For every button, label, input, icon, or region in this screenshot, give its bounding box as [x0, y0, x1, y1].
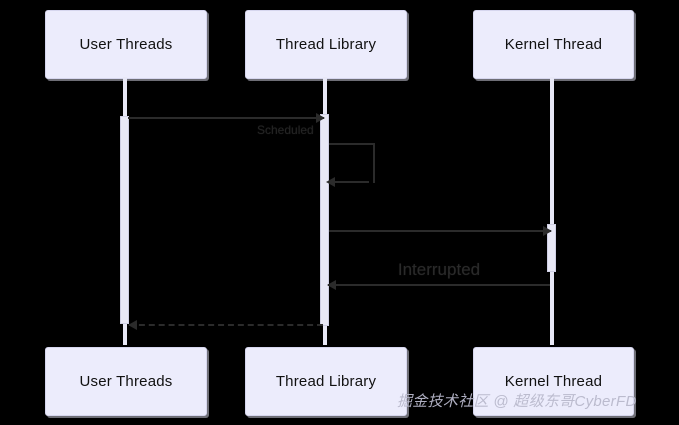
self-loop-top-segment [329, 143, 375, 145]
participant-label: Kernel Thread [504, 373, 603, 390]
participant-label: Kernel Thread [504, 36, 603, 53]
participant-box-user-threads-bottom[interactable]: User Threads [45, 347, 207, 416]
participant-box-user-threads-top[interactable]: User Threads [45, 10, 207, 79]
participant-box-kernel-thread-bottom[interactable]: Kernel Thread [473, 347, 634, 416]
activation-bar-thread-library [320, 114, 329, 326]
message-return-to-user-threads[interactable] [128, 320, 323, 330]
message-label: Scheduled [257, 123, 314, 137]
arrowhead-left-icon [326, 177, 335, 187]
arrowhead-left-icon [327, 280, 336, 290]
lifeline-kernel-thread [550, 77, 554, 345]
message-line [128, 117, 324, 119]
participant-box-kernel-thread-top[interactable]: Kernel Thread [473, 10, 634, 79]
message-line [329, 230, 551, 232]
self-loop-right-segment [373, 143, 375, 183]
message-map-to-kernel[interactable] [329, 226, 552, 236]
watermark-text: 掘金技术社区 @ 超级东哥CyberFD [397, 393, 637, 410]
arrowhead-left-icon [128, 320, 137, 330]
participant-box-thread-library-top[interactable]: Thread Library [245, 10, 407, 79]
activation-bar-kernel-thread [547, 224, 556, 272]
arrowhead-right-icon [543, 226, 552, 236]
arrowhead-right-icon [316, 113, 325, 123]
message-scheduled-self-loop[interactable]: Scheduled [257, 123, 375, 187]
message-interrupted[interactable]: Interrupted [327, 260, 550, 290]
message-create-thread[interactable] [128, 113, 325, 123]
message-label [438, 211, 441, 225]
participant-label: User Threads [79, 36, 173, 53]
participant-label: Thread Library [275, 36, 377, 53]
message-line [129, 324, 323, 326]
message-label: Interrupted [397, 260, 481, 279]
message-label [224, 305, 227, 319]
participant-label: Thread Library [275, 373, 377, 390]
message-line [328, 284, 550, 286]
activation-bar-user-threads [120, 116, 129, 324]
self-loop-bottom-segment [329, 181, 369, 183]
message-label [224, 98, 227, 112]
participant-label: User Threads [79, 373, 173, 390]
participant-box-thread-library-bottom[interactable]: Thread Library [245, 347, 407, 416]
